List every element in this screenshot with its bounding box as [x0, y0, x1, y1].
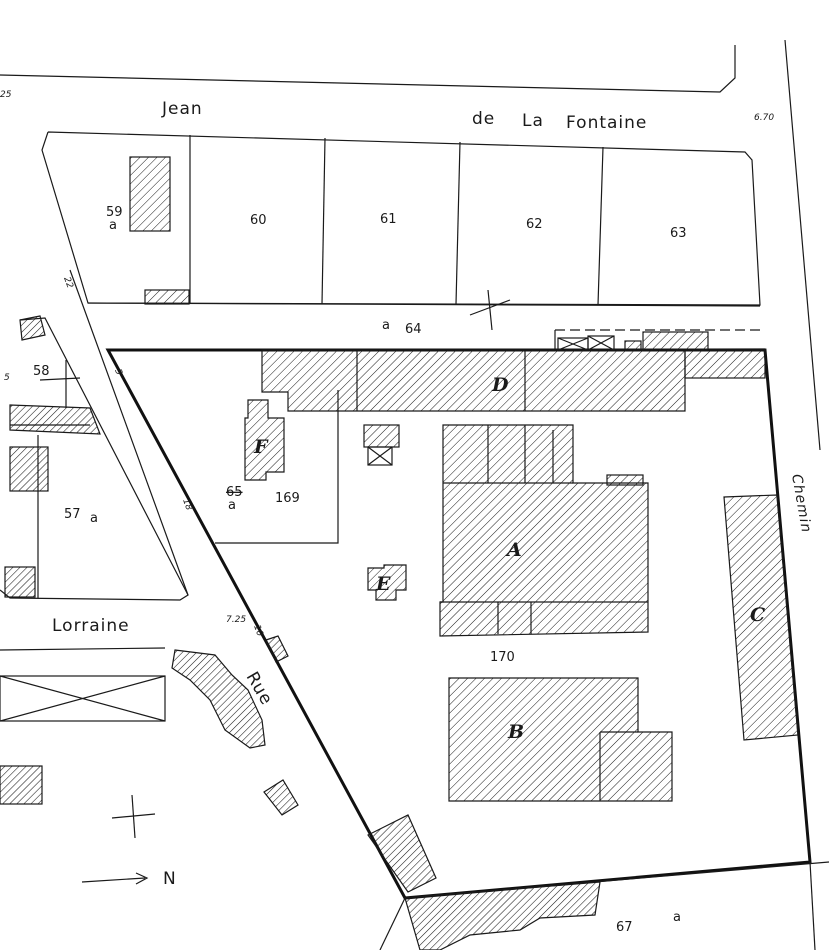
parcel-67: 67	[616, 920, 633, 935]
parcel-65-sub: a	[228, 498, 236, 513]
side-mark-22: 22	[61, 276, 74, 290]
street-label-de: de	[472, 109, 495, 129]
buildings-south-67	[404, 881, 601, 950]
parcel-63: 63	[670, 226, 687, 241]
street-label-fontaine: Fontaine	[566, 113, 647, 133]
parcel-57: 57	[64, 507, 81, 522]
north-label: N	[163, 869, 177, 889]
east-street-edge	[809, 861, 816, 950]
street-lorraine-edges	[0, 647, 166, 722]
street-label-jean: Jean	[161, 99, 203, 119]
parcel-169-boundary	[215, 390, 339, 544]
parcel-block-north	[41, 131, 761, 331]
parcel-64-sub: a	[382, 318, 390, 333]
building-F	[244, 399, 285, 481]
building-A	[439, 424, 649, 637]
parcel-57-sub: a	[90, 511, 98, 526]
parcel-58: 58	[33, 364, 50, 379]
building-B	[448, 677, 673, 802]
building-label-E: E	[375, 573, 391, 595]
street-label-chemin: Chemin	[788, 473, 814, 535]
parcel-65: 65	[226, 485, 243, 500]
street-rue-edges	[69, 269, 406, 950]
building-label-F: F	[253, 436, 269, 458]
buildings-lorraine-row	[0, 635, 299, 816]
parcel-59: 59	[106, 205, 123, 220]
building-59	[129, 156, 190, 305]
street-label-la: La	[522, 111, 544, 131]
building-D	[261, 331, 766, 412]
annex-square	[363, 424, 400, 466]
side-mark-5b: 5	[4, 373, 10, 383]
parcel-61: 61	[380, 212, 397, 227]
elevation-top-right: 6.70	[754, 113, 774, 123]
parcel-62: 62	[526, 217, 543, 232]
elevation-mid-left: 7.25	[226, 615, 246, 625]
building-label-A: A	[505, 539, 522, 561]
side-mark-5: 5	[112, 368, 123, 377]
survey-crosses	[111, 794, 156, 839]
parcel-67-sub: a	[673, 910, 681, 925]
building-west-58	[4, 315, 101, 598]
parcel-64: 64	[405, 322, 422, 337]
parcel-60: 60	[250, 213, 267, 228]
building-south-corner	[367, 814, 437, 893]
elevation-top-left: 25	[0, 90, 12, 100]
side-mark-10: 10	[251, 624, 264, 638]
street-label-lorraine: Lorraine	[52, 616, 130, 636]
parcel-170: 170	[490, 650, 515, 665]
building-C	[723, 494, 799, 741]
building-label-C: C	[750, 604, 765, 626]
building-label-D: D	[491, 374, 509, 396]
north-arrow	[81, 872, 149, 885]
parcel-169: 169	[275, 491, 300, 506]
parcel-59-sub: a	[109, 218, 117, 233]
building-label-B: B	[507, 721, 524, 743]
street-jean-de-la-fontaine-edges	[0, 39, 821, 451]
building-E	[367, 564, 407, 601]
sheds-passage-64	[557, 335, 642, 351]
side-mark-18: 18	[180, 498, 193, 512]
